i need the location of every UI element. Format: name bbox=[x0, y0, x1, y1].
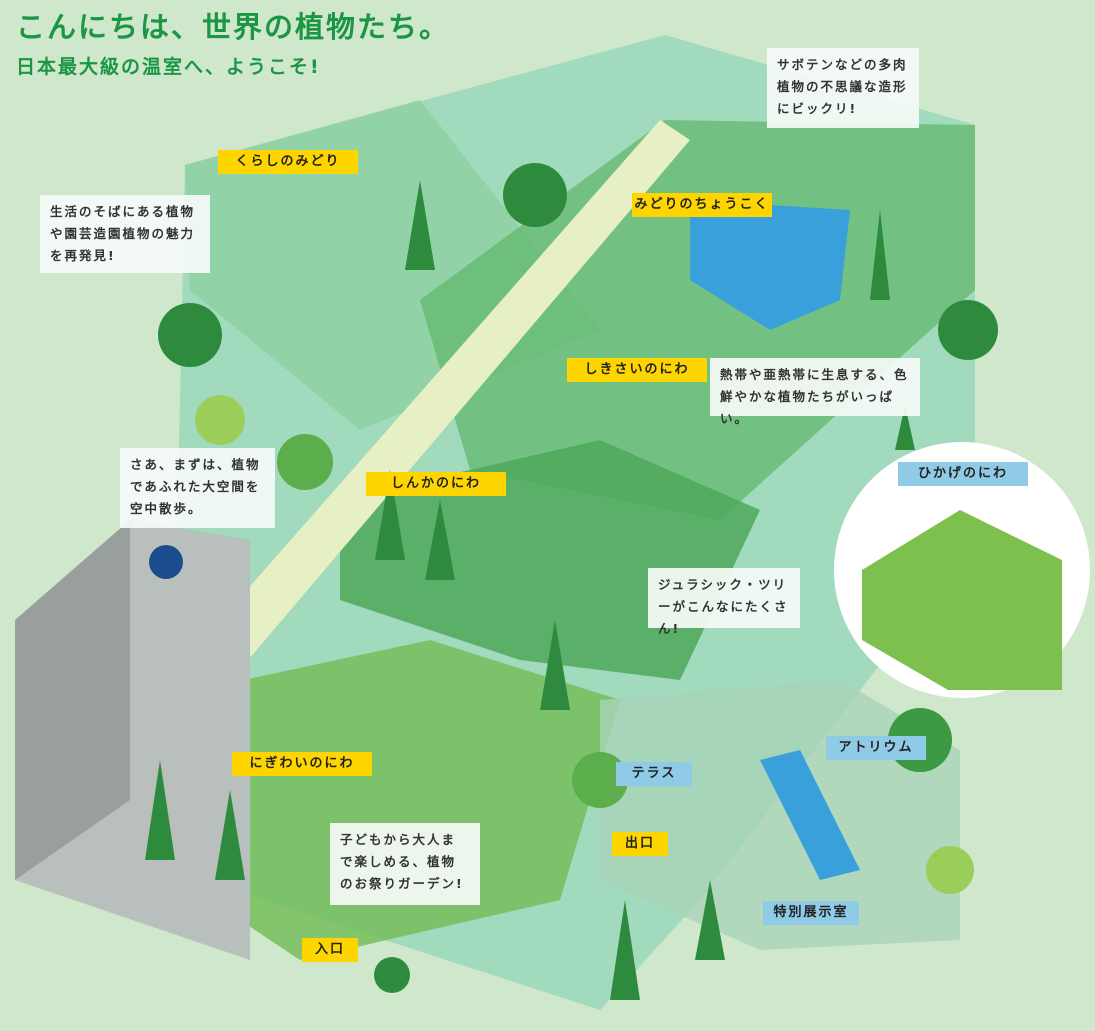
note-walk: さあ、まずは、植物であふれた大空間を空中散歩。 bbox=[120, 448, 275, 528]
note-living: 生活のそばにある植物や園芸造園植物の魅力を再発見! bbox=[40, 195, 210, 273]
terrace-label[interactable]: テラス bbox=[616, 762, 692, 786]
zone-label-shinka[interactable]: しんかのにわ bbox=[366, 472, 506, 496]
page-subtitle: 日本最大級の温室へ、ようこそ! bbox=[16, 56, 321, 78]
page-title: こんにちは、世界の植物たち。 bbox=[16, 10, 451, 44]
zone-label-nigiwai[interactable]: にぎわいのにわ bbox=[232, 752, 372, 776]
note-festival: 子どもから大人まで楽しめる、植物のお祭りガーデン! bbox=[330, 823, 480, 905]
zone-label-kurashi[interactable]: くらしのみどり bbox=[218, 150, 358, 174]
note-tropical: 熱帯や亜熱帯に生息する、色鮮やかな植物たちがいっぱい。 bbox=[710, 358, 920, 426]
entrance-label[interactable]: 入口 bbox=[302, 938, 358, 962]
atrium-label[interactable]: アトリウム bbox=[826, 736, 926, 760]
blue-character bbox=[149, 545, 183, 579]
trees bbox=[145, 163, 998, 1000]
shade-garden-block bbox=[862, 510, 1062, 690]
note-jurassic: ジュラシック・ツリーがこんなにたくさん! bbox=[648, 568, 800, 636]
exit-label[interactable]: 出口 bbox=[612, 832, 668, 856]
zone-label-hikage[interactable]: ひかげのにわ bbox=[898, 462, 1028, 486]
atrium-stream bbox=[760, 750, 860, 880]
lower-terrace bbox=[150, 640, 620, 960]
skywalk bbox=[150, 120, 690, 740]
zone-label-chokoku[interactable]: みどりのちょうこく bbox=[632, 193, 772, 217]
cactus-pond bbox=[690, 200, 850, 330]
building-side bbox=[15, 520, 130, 880]
exhibit-label[interactable]: 特別展示室 bbox=[763, 901, 859, 925]
note-cactus: サボテンなどの多肉植物の不思議な造形にビックリ! bbox=[767, 48, 919, 128]
zone-label-shikisai[interactable]: しきさいのにわ bbox=[567, 358, 707, 382]
